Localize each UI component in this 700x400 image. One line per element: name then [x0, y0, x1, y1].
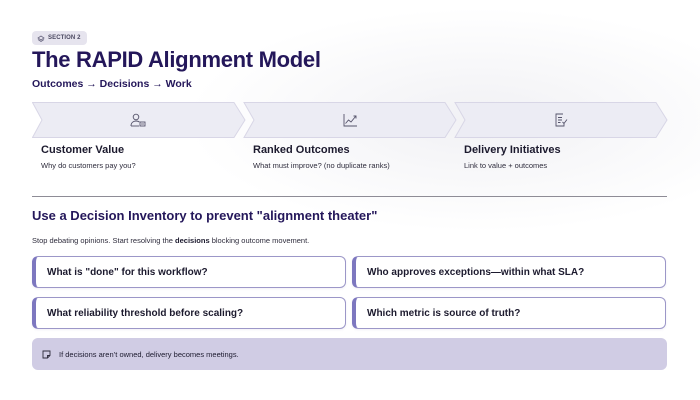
section-badge: SECTION 2 — [32, 31, 87, 45]
step-description: Link to value + outcomes — [464, 161, 548, 170]
decision-inventory-heading: Use a Decision Inventory to prevent "ali… — [32, 208, 378, 223]
user-card-icon — [130, 113, 146, 127]
sticky-note-icon — [42, 350, 51, 358]
step-description: What must improve? (no duplicate ranks) — [253, 161, 390, 170]
lede-emphasis: decisions — [175, 236, 210, 245]
page-subtitle: Outcomes → Decisions → Work — [32, 78, 192, 90]
decision-question: What reliability threshold before scalin… — [47, 307, 244, 319]
checklist-doc-icon — [555, 113, 568, 127]
decision-inventory-lede: Stop debating opinions. Start resolving … — [32, 236, 309, 245]
decision-question: Who approves exceptions—within what SLA? — [367, 266, 585, 278]
decision-card: Which metric is source of truth? — [352, 297, 666, 329]
step-title: Customer Value — [41, 144, 125, 156]
alignment-flow — [32, 102, 668, 138]
step-customer-value: Customer Value Why do customers pay you? — [41, 144, 136, 170]
step-delivery-initiatives: Delivery Initiatives Link to value + out… — [464, 144, 561, 170]
callout-note: If decisions aren’t owned, delivery beco… — [32, 338, 667, 370]
step-title: Delivery Initiatives — [464, 144, 561, 156]
section-badge-label: SECTION 2 — [48, 35, 81, 41]
chevron-step-1 — [32, 102, 246, 138]
trend-chart-icon — [343, 114, 357, 127]
section-divider — [32, 196, 667, 197]
decision-question: What is "done" for this workflow? — [47, 266, 208, 278]
step-ranked-outcomes: Ranked Outcomes What must improve? (no d… — [253, 144, 390, 170]
decision-card: What is "done" for this workflow? — [32, 256, 346, 288]
decision-question: Which metric is source of truth? — [367, 307, 521, 319]
layers-icon — [37, 35, 45, 42]
page-title: The RAPID Alignment Model — [32, 47, 321, 72]
step-description: Why do customers pay you? — [41, 161, 136, 170]
lede-text: blocking outcome movement. — [209, 236, 310, 245]
lede-text: Stop debating opinions. Start resolving … — [32, 236, 176, 245]
callout-text: If decisions aren’t owned, delivery beco… — [59, 349, 239, 359]
chevron-step-2 — [243, 102, 457, 138]
decision-card: Who approves exceptions—within what SLA? — [352, 256, 666, 288]
decision-card: What reliability threshold before scalin… — [32, 297, 346, 329]
step-title: Ranked Outcomes — [253, 144, 350, 156]
